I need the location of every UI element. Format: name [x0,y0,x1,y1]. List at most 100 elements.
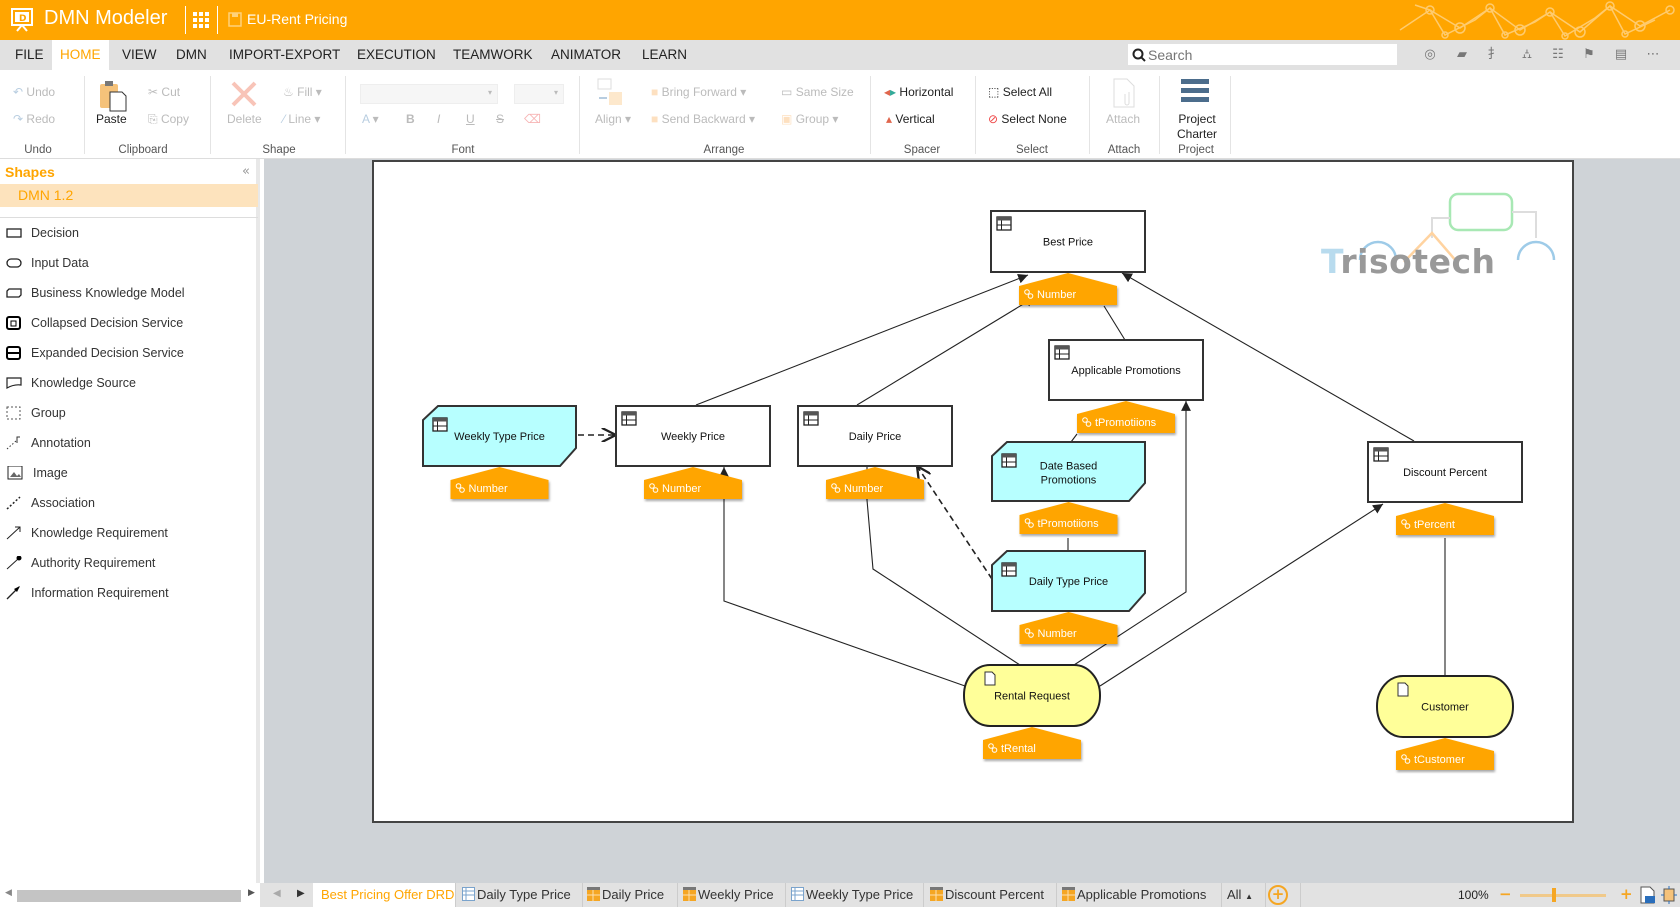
menu-execution[interactable]: EXECUTION [357,47,436,62]
font-size-select[interactable]: ▾ [514,84,564,104]
tab-weekly-price[interactable]: Weekly Price [679,883,786,907]
menu-teamwork[interactable]: TEAMWORK [453,47,533,62]
bold-button[interactable]: B [406,112,415,126]
more-icon[interactable]: ⋯ [1646,47,1660,62]
sidebar-item-expanded-decision-service[interactable]: Expanded Decision Service [6,341,256,365]
sidebar-item-group[interactable]: Group [6,401,256,425]
type-ref-badge[interactable]: tPromotiions [1019,502,1118,534]
underline-button[interactable]: U [466,112,475,126]
information-requirement-edge[interactable] [695,274,1029,406]
document-title[interactable]: EU-Rent Pricing [247,11,348,27]
italic-button[interactable]: I [437,112,441,126]
project-charter-button[interactable]: Project Charter [1170,76,1224,142]
type-ref-badge[interactable]: tPercent [1396,503,1494,535]
tab-best-pricing-offer-drd[interactable]: Best Pricing Offer DRD [313,883,456,907]
sidebar-item-decision[interactable]: Decision [6,221,256,245]
sidebar-item-image[interactable]: Image [6,461,256,485]
information-requirement-edge[interactable] [1099,503,1384,687]
book-icon[interactable]: ▰ [1457,47,1467,62]
information-requirement-edge[interactable] [719,467,966,687]
palette-dmn-1-2[interactable]: DMN 1.2 [0,184,258,207]
redo-button[interactable]: ↷ Redo [13,112,55,126]
zoom-in-button[interactable]: + [1620,885,1633,903]
horizontal-spacer-button[interactable]: ◂▸ Horizontal [884,85,954,99]
comments-icon[interactable]: ☷ [1552,47,1564,62]
target-icon[interactable]: ◎ [1424,47,1436,62]
tab-applicable-promotions[interactable]: Applicable Promotions [1058,883,1222,907]
type-ref-badge[interactable]: Number [826,467,924,499]
type-ref-badge[interactable]: Number [1019,273,1117,305]
sidebar-item-knowledge-source[interactable]: Knowledge Source [6,371,256,395]
flag-icon[interactable]: ⚑ [1583,47,1595,62]
select-none-button[interactable]: ⊘ Select None [988,112,1067,126]
zoom-slider-thumb[interactable] [1552,888,1556,902]
fit-page-icon[interactable] [1661,886,1677,904]
line-button[interactable]: ⁄ Line ▾ [283,112,321,126]
information-requirement-edge[interactable] [1103,305,1126,341]
hierarchy-icon[interactable]: ⛼ [1521,47,1533,62]
sidebar-item-input-data[interactable]: Input Data [6,251,256,275]
undo-button[interactable]: ↶ Undo [13,85,55,99]
sidebar-horizontal-scrollbar[interactable] [17,890,241,902]
collapse-sidebar-icon[interactable]: « [242,164,250,179]
type-ref-badge[interactable]: tCustomer [1396,738,1494,770]
menu-animator[interactable]: ANIMATOR [551,47,622,62]
type-ref-badge[interactable]: tRental [983,727,1081,759]
scroll-left-icon[interactable]: ◀ [5,888,12,898]
zoom-slider[interactable] [1520,894,1606,897]
same-size-button[interactable]: ▭ Same Size [781,85,854,99]
tab-scroll-left-icon[interactable]: ◀ [273,888,281,899]
add-tab-button[interactable]: + [1268,885,1288,905]
font-family-select[interactable]: ▾ [360,84,498,104]
font-color-button[interactable]: A ▾ [362,112,379,126]
delete-button[interactable]: Delete [225,78,265,136]
sidebar-item-collapsed-decision-service[interactable]: Collapsed Decision Service [6,311,256,335]
actual-size-icon[interactable] [1640,886,1656,904]
information-requirement-edge[interactable] [1070,433,1078,443]
sidebar-item-information-requirement[interactable]: Information Requirement [6,581,256,605]
tab-daily-type-price[interactable]: Daily Type Price [458,883,583,907]
menu-home[interactable]: HOME [52,40,109,70]
group-button[interactable]: ▣ Group ▾ [781,112,839,126]
information-requirement-edge[interactable] [1121,272,1415,442]
vertical-spacer-button[interactable]: ▴ Vertical [886,112,935,126]
type-ref-badge[interactable]: Number [450,467,549,499]
sidebar-item-knowledge-requirement[interactable]: Knowledge Requirement [6,521,256,545]
tab-weekly-type-price[interactable]: Weekly Type Price [787,883,924,907]
type-ref-badge[interactable]: Number [644,467,742,499]
sidebar-item-annotation[interactable]: Annotation [6,431,256,455]
search-box[interactable] [1127,43,1398,66]
copy-button[interactable]: ⎘ Copy [148,112,189,127]
paste-button[interactable]: Paste [96,78,130,136]
graph-icon[interactable]: ⺘ [1487,47,1501,62]
send-backward-button[interactable]: ■ Send Backward ▾ [651,112,755,126]
information-requirement-edge[interactable] [856,296,1036,406]
scroll-right-icon[interactable]: ▶ [248,888,255,898]
zoom-out-button[interactable]: − [1499,885,1512,903]
strikethrough-button[interactable]: S [496,112,505,126]
search-input[interactable] [1148,47,1388,63]
save-icon[interactable] [228,12,242,27]
menu-view[interactable]: VIEW [122,47,157,62]
cut-button[interactable]: ✂ Cut [148,85,180,99]
fill-button[interactable]: ♨ Fill ▾ [283,85,322,99]
eraser-icon[interactable]: ⌫ [524,112,541,126]
bring-forward-button[interactable]: ■ Bring Forward ▾ [651,85,747,99]
sidebar-item-association[interactable]: Association [6,491,256,515]
apps-grid-icon[interactable] [193,12,209,28]
type-ref-badge[interactable]: Number [1019,612,1118,644]
menu-dmn[interactable]: DMN [176,47,207,62]
tab-all[interactable]: All ▲ [1223,883,1266,907]
attach-button[interactable]: Attach [1104,78,1144,136]
